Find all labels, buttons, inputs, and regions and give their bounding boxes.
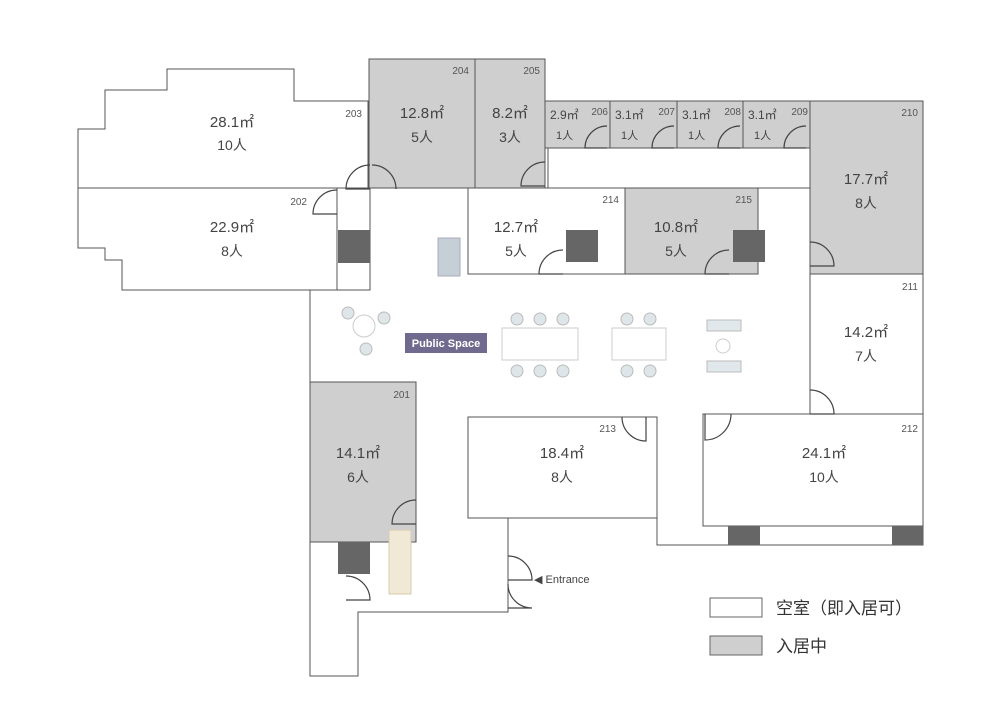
room-number: 210 <box>901 108 918 119</box>
room-number: 204 <box>452 66 469 77</box>
room-area: 8.2㎡ <box>492 105 528 122</box>
room-number: 208 <box>724 107 741 118</box>
room-205[interactable]: 205 8.2㎡ 3人 <box>474 58 546 189</box>
pillars <box>338 230 923 574</box>
legend-vacant-label: 空室（即入居可） <box>776 599 912 618</box>
room-number: 201 <box>393 390 410 401</box>
room-capacity: 7人 <box>855 348 877 364</box>
room-capacity: 8人 <box>221 243 243 259</box>
room-number: 207 <box>658 107 675 118</box>
room-capacity: 3人 <box>499 129 521 145</box>
room-208[interactable]: 208 3.1㎡ 1人 <box>676 100 744 149</box>
room-213[interactable]: 213 18.4㎡ 8人 <box>467 416 658 519</box>
room-area: 18.4㎡ <box>540 445 584 462</box>
room-number: 203 <box>345 109 362 120</box>
room-capacity: 1人 <box>688 129 705 142</box>
room-capacity: 1人 <box>621 129 638 142</box>
room-area: 12.7㎡ <box>494 219 538 236</box>
public-space-furniture <box>341 237 742 595</box>
room-area: 3.1㎡ <box>682 108 711 122</box>
legend: 空室（即入居可） 入居中 <box>709 597 912 656</box>
room-number: 212 <box>901 424 918 435</box>
room-capacity: 10人 <box>809 469 839 485</box>
room-204[interactable]: 204 12.8㎡ 5人 <box>368 58 476 189</box>
public-space-label: Public Space <box>412 338 480 350</box>
room-area: 28.1㎡ <box>210 114 254 131</box>
entrance-label: ◀ Entrance <box>534 574 590 586</box>
legend-occupied-label: 入居中 <box>776 637 827 656</box>
room-209[interactable]: 209 3.1㎡ 1人 <box>742 100 811 149</box>
room-area: 14.1㎡ <box>336 445 380 462</box>
room-area: 2.9㎡ <box>550 108 579 122</box>
doors <box>312 125 835 609</box>
room-area: 3.1㎡ <box>615 108 644 122</box>
room-number: 211 <box>902 282 918 293</box>
legend-occupied-swatch <box>709 635 763 656</box>
room-capacity: 1人 <box>556 129 573 142</box>
room-capacity: 8人 <box>551 469 573 485</box>
room-area: 22.9㎡ <box>210 219 254 236</box>
room-capacity: 8人 <box>855 195 877 211</box>
room-number: 209 <box>791 107 808 118</box>
room-207[interactable]: 207 3.1㎡ 1人 <box>609 100 678 149</box>
legend-vacant-swatch <box>709 597 763 618</box>
room-capacity: 5人 <box>665 243 687 259</box>
room-capacity: 6人 <box>347 469 369 485</box>
room-212[interactable]: 212 24.1㎡ 10人 <box>702 413 924 527</box>
public-space-badge: Public Space <box>405 333 487 353</box>
room-number: 214 <box>602 195 619 206</box>
room-number: 213 <box>599 424 616 435</box>
room-area: 14.2㎡ <box>844 324 888 341</box>
room-number: 206 <box>591 107 608 118</box>
room-capacity: 1人 <box>754 129 771 142</box>
room-capacity: 5人 <box>411 129 433 145</box>
room-capacity: 10人 <box>217 137 247 153</box>
room-number: 215 <box>735 195 752 206</box>
room-211[interactable]: 211 14.2㎡ 7人 <box>809 273 924 415</box>
room-area: 17.7㎡ <box>844 171 888 188</box>
room-area: 12.8㎡ <box>400 105 444 122</box>
room-area: 24.1㎡ <box>802 445 846 462</box>
room-203[interactable]: 203 28.1㎡ 10人 <box>77 68 369 189</box>
room-210[interactable]: 210 17.7㎡ 8人 <box>809 100 924 275</box>
room-201[interactable]: 201 14.1㎡ 6人 <box>309 381 417 543</box>
room-area: 3.1㎡ <box>748 108 777 122</box>
room-area: 10.8㎡ <box>654 219 698 236</box>
room-capacity: 5人 <box>505 243 527 259</box>
room-202[interactable]: 202 22.9㎡ 8人 <box>77 187 338 291</box>
room-number: 202 <box>290 197 307 208</box>
room-number: 205 <box>523 66 540 77</box>
room-214[interactable]: 214 12.7㎡ 5人 <box>467 187 626 275</box>
room-206[interactable]: 206 2.9㎡ 1人 <box>544 100 611 149</box>
